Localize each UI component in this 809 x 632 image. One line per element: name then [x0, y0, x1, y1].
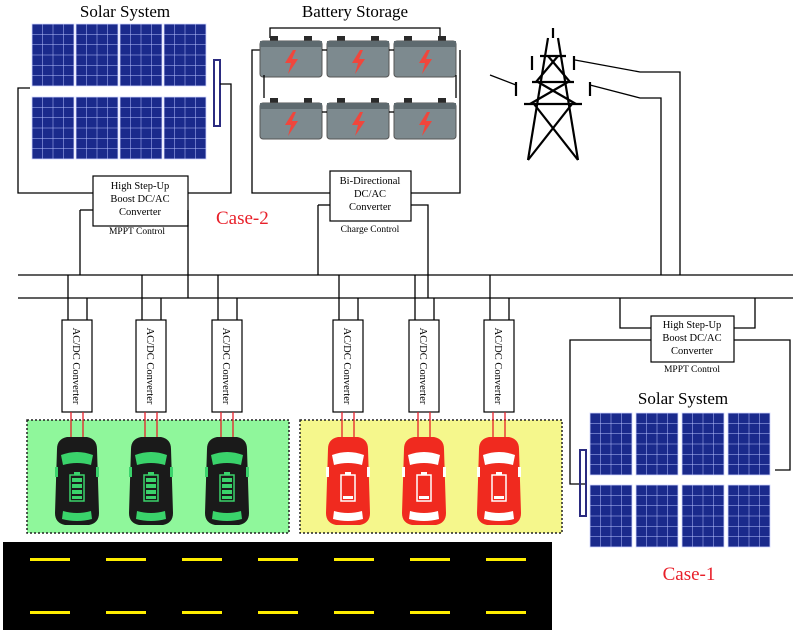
solar-panel-icon — [31, 23, 75, 87]
solar-panel-icon — [589, 484, 633, 548]
solar-panel-icon — [635, 484, 679, 548]
electric-car-icon — [402, 437, 446, 525]
solar-panel-icon — [119, 23, 163, 87]
charge-control: Charge Control — [341, 225, 400, 235]
ev-car-green-2 — [129, 437, 173, 525]
acdc-converter-1: AC/DC Converter — [61, 275, 93, 413]
solar-panel-icon — [727, 412, 771, 476]
solar-panel-icon — [681, 412, 725, 476]
bidirectional-line3: Converter — [349, 202, 391, 213]
solar-panel-icon — [589, 412, 633, 476]
transmission-tower-icon — [514, 28, 592, 161]
acdc-converter-5: AC/DC Converter — [408, 275, 440, 413]
battery-icon — [326, 35, 390, 78]
road — [3, 542, 552, 630]
acdc-converter-group: AC/DC Converter AC/DC Converter AC/DC Co… — [61, 275, 515, 413]
battery-icon — [393, 97, 457, 140]
battery-bank — [251, 27, 461, 194]
mppt-control-top: MPPT Control — [109, 227, 165, 237]
acdc-label-6: AC/DC Converter — [492, 328, 503, 405]
acdc-label-1: AC/DC Converter — [70, 328, 81, 405]
bidirectional-line2: DC/AC — [354, 189, 386, 200]
boost-converter-top-line3: Converter — [119, 207, 161, 218]
bidirectional-line1: Bi-Directional — [340, 176, 401, 187]
boost-converter-right — [650, 315, 735, 363]
solar-top-title: Solar System — [80, 2, 170, 21]
battery-icon — [259, 35, 323, 78]
solar-panel-icon — [31, 96, 75, 160]
acdc-converter-6: AC/DC Converter — [483, 275, 515, 413]
battery-icon — [393, 35, 457, 78]
acdc-label-2: AC/DC Converter — [144, 328, 155, 405]
boost-converter-top-line1: High Step-Up — [111, 181, 170, 192]
solar-panel-icon — [635, 412, 679, 476]
battery-icon — [259, 97, 323, 140]
solar-panel-icon — [163, 96, 207, 160]
acdc-converter-4: AC/DC Converter — [332, 275, 364, 413]
solar-array-right — [579, 412, 771, 548]
lane-markings — [30, 558, 526, 614]
battery-icon — [326, 97, 390, 140]
solar-panel-icon — [75, 23, 119, 87]
boost-converter-right-line1: High Step-Up — [663, 320, 722, 331]
acdc-converter-3: AC/DC Converter — [211, 275, 243, 413]
ev-car-red-1 — [326, 437, 370, 525]
solar-array-top-left — [31, 23, 221, 160]
solar-panel-icon — [727, 484, 771, 548]
acdc-converter-2: AC/DC Converter — [135, 275, 167, 413]
ev-car-red-2 — [402, 437, 446, 525]
mppt-control-right: MPPT Control — [664, 365, 720, 375]
boost-converter-right-line3: Converter — [671, 346, 713, 357]
acdc-label-3: AC/DC Converter — [220, 328, 231, 405]
case-1-label: Case-1 — [663, 564, 716, 585]
boost-converter-top-line2: Boost DC/AC — [110, 194, 169, 205]
solar-panel-icon — [75, 96, 119, 160]
solar-right-title: Solar System — [638, 389, 728, 408]
electric-car-icon — [477, 437, 521, 525]
acdc-label-4: AC/DC Converter — [341, 328, 352, 405]
solar-panel-icon — [681, 484, 725, 548]
bidirectional-converter — [329, 170, 412, 222]
acdc-label-5: AC/DC Converter — [417, 328, 428, 405]
electric-car-icon — [326, 437, 370, 525]
solar-panel-icon — [163, 23, 207, 87]
solar-panel-icon — [119, 96, 163, 160]
battery-title: Battery Storage — [302, 2, 408, 21]
boost-converter-top — [92, 175, 189, 227]
case-2-label: Case-2 — [216, 208, 269, 229]
ev-car-green-1 — [55, 437, 99, 525]
boost-converter-right-line2: Boost DC/AC — [662, 333, 721, 344]
ev-car-green-3 — [205, 437, 249, 525]
ev-car-red-3 — [477, 437, 521, 525]
